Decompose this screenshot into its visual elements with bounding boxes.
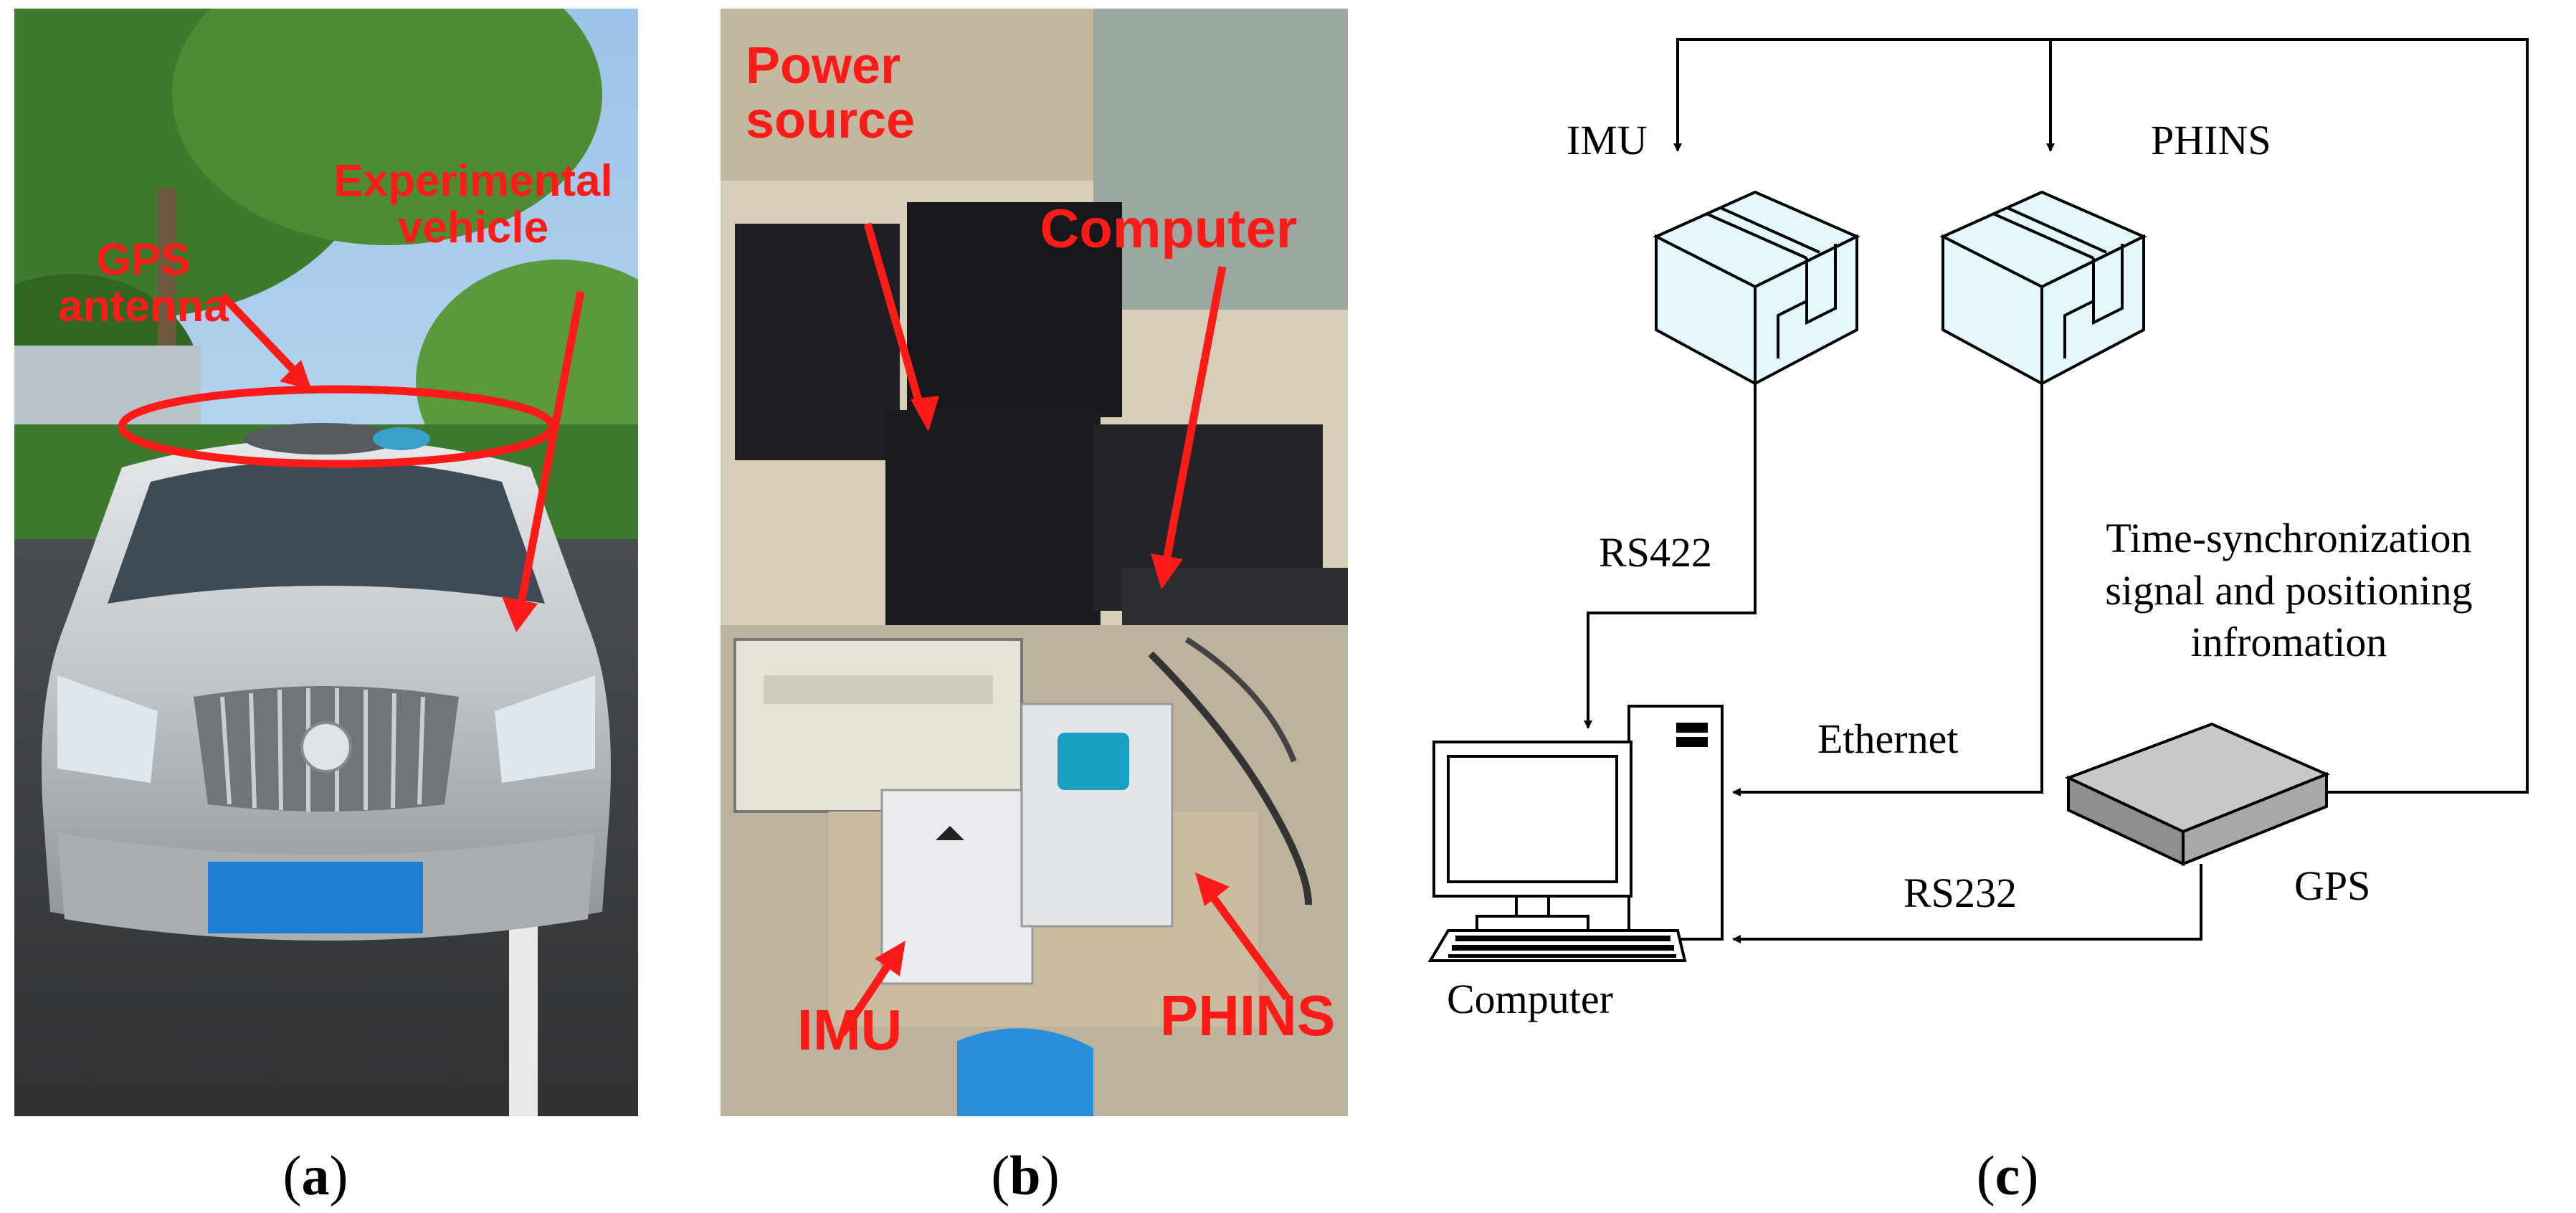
node-label-phins: PHINS — [2151, 117, 2271, 163]
caption-a: (a) — [282, 1144, 348, 1207]
equipment-photo-illustration — [721, 9, 1348, 1116]
label-phins: PHINS — [1159, 984, 1336, 1047]
imu-box-icon — [1653, 190, 1860, 386]
node-label-imu: IMU — [1567, 117, 1648, 163]
node-label-gps: GPS — [2294, 862, 2371, 909]
vehicle-photo-illustration — [14, 9, 638, 1116]
label-computer: Computer — [1040, 199, 1298, 260]
label-gps-antenna: GPS antenna — [58, 235, 229, 332]
label-experimental-vehicle: Experimental vehicle — [333, 156, 613, 253]
vehicle-photo — [14, 9, 638, 1116]
link-label-rs232: RS232 — [1904, 870, 2017, 916]
node-label-computer: Computer — [1447, 976, 1613, 1022]
link-label-rs422: RS422 — [1599, 529, 1712, 576]
computer-icon — [1427, 705, 1724, 962]
label-imu: IMU — [797, 998, 903, 1062]
link-label-time-sync: Time-synchronization signal and position… — [2105, 515, 2473, 665]
gps-receiver-icon — [2064, 722, 2331, 867]
phins-box-icon — [1939, 190, 2147, 386]
link-label-ethernet: Ethernet — [1817, 715, 1959, 762]
caption-b: (b) — [991, 1144, 1060, 1207]
label-power-source: Power source — [746, 37, 916, 149]
equipment-photo — [721, 9, 1348, 1116]
caption-c: (c) — [1976, 1144, 2039, 1207]
